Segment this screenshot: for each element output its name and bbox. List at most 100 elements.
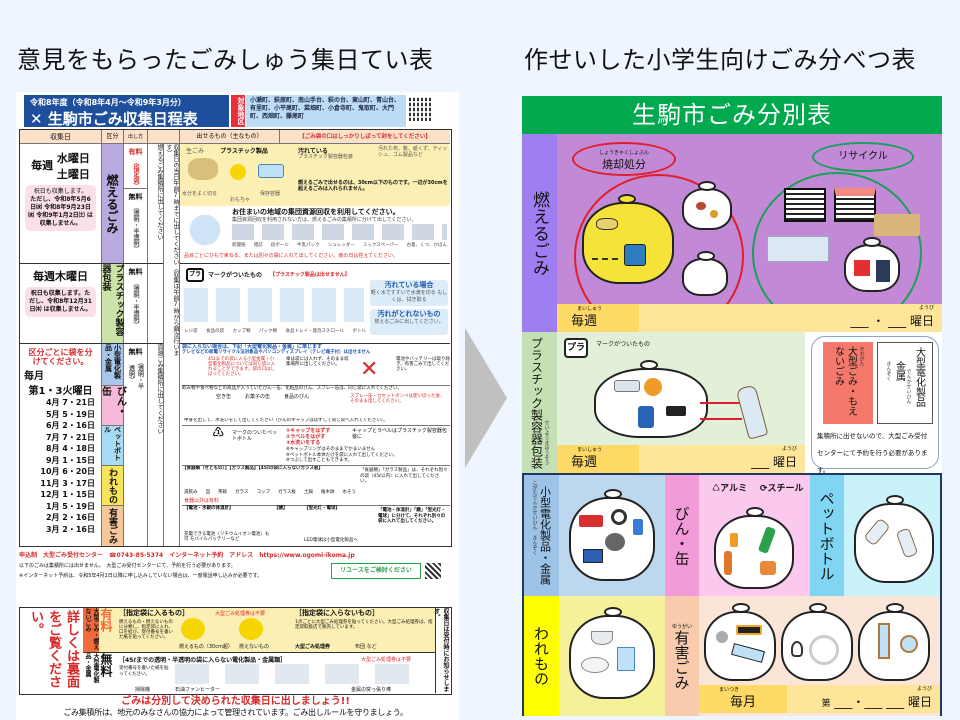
large-electric-box: 大型電化製品 でんかせいひん 金属 きんぞく xyxy=(877,342,933,424)
recycle-label: リサイクル xyxy=(812,142,914,172)
schedule-table: 収集日 区分 出し方 出せるもの（主なもの） 【ごみ袋の口はしっかりしばって封を… xyxy=(19,129,452,547)
paper-bag-icon xyxy=(682,251,728,296)
aluminum-mark-icon: ♺アルミ xyxy=(712,484,748,494)
cans-label: びん・缶 xyxy=(665,475,699,596)
plastic-mark-icon: プラ xyxy=(564,338,588,358)
cans-bag-icon xyxy=(714,507,794,589)
burnable-schedule: まいしゅう毎週 ___ ・ ___ ようび曜日 xyxy=(557,304,942,332)
plastic-bag-icon xyxy=(594,360,708,438)
sorting-chart: 生駒市ごみ分別表 燃えるごみ しょうきゃくしょぶん 焼却処分 リサイクル まいし… xyxy=(522,96,942,716)
large-electric-label: 大型電化製品 xyxy=(913,347,925,407)
toy-duck-icon xyxy=(230,164,246,180)
pamphlet-footer: ごみは分別して決められた収集日に出しましょう!! ごみ集積所は、地元のみなさんの… xyxy=(19,695,452,720)
small-electric-bag-icon xyxy=(569,489,655,581)
plastic-label-ruby: せいようきほうそう xyxy=(543,420,550,465)
cardboard-icon xyxy=(874,214,920,236)
chart-title: 生駒市ごみ分別表 xyxy=(522,96,942,134)
light-bulb-bag-icon xyxy=(781,603,853,681)
pet-label: ペットボトル xyxy=(810,475,844,596)
yellow-burnable-bag-icon xyxy=(582,194,674,284)
mirror-bag-icon xyxy=(858,603,930,681)
hazard-label: ゆうがい 有害ごみ xyxy=(665,596,699,716)
plastic-mark-label: マークがついたもの xyxy=(596,341,651,348)
plastic-schedule: まいしゅう毎週 ___ ようび曜日 xyxy=(557,445,805,473)
col-header-method: 出し方 xyxy=(124,130,148,144)
arrow-to-bag-icon xyxy=(700,402,742,404)
bag-illustration xyxy=(186,210,224,250)
arrow-right-icon xyxy=(465,328,507,468)
food-waste-icon xyxy=(188,158,218,180)
target-area-badge: 対象地区 xyxy=(231,95,245,127)
milk-carton-icon xyxy=(767,236,829,262)
col-header-items: 出せるもの（主なもの） xyxy=(180,130,280,144)
fragile-label: われもの xyxy=(524,596,559,716)
large-waste-note: 集積所に出せないので、大型ごみ受付センターにて予約を行う必要があります。 xyxy=(817,432,928,474)
see-reverse-note: 詳しくは裏面をご覧ください。 xyxy=(28,610,79,688)
recycle-items-illustration xyxy=(232,224,447,240)
plastic-mark-icon: プラ xyxy=(186,268,204,282)
monthly-section: 小型電化製品・金属 こがたでんかせいひん きんぞく びん・缶 ♺アルミ ⟳スチー… xyxy=(522,473,942,716)
col-header-bag-note: 【ごみ袋の口はしっかりしばって封をしてください】 xyxy=(280,130,450,144)
battery-bag-icon xyxy=(704,603,776,681)
leaves-bag-icon xyxy=(682,181,732,230)
large-burnable-box: おおがた 大型ごみ・もえないごみ xyxy=(823,342,873,424)
light-bulb-icon xyxy=(791,641,803,657)
burnable-drop-note: 燃えるごみ集積所に出してください xyxy=(148,144,164,264)
collection-schedule-pamphlet: 令和8年度（令和8年4月〜令和9年3月分） ✕ 生駒市ごみ収集日程表 対象地区 … xyxy=(16,92,459,720)
reuse-qr-icon xyxy=(425,563,441,579)
burnable-row: 毎週 水曜日 土曜日 祝日も収集します。ただし、令和8年5月6日㈬ 令和8年9月… xyxy=(20,144,450,358)
large-electric-ruby: でんかせいひん xyxy=(905,369,912,404)
arrow-to-bag-icon-2 xyxy=(700,418,742,420)
burnable-items: 生ごみ プラスチック製品 汚れている プラスチック製容器包装 汚れた布、靴、紙く… xyxy=(180,144,450,263)
category-hazard: 有害ごみ xyxy=(102,506,124,546)
yellow-bag-icon xyxy=(181,618,205,640)
small-electric-ruby: こがたでんかせいひん きんぞく xyxy=(531,479,538,555)
col-header-day: 収集日 xyxy=(20,130,102,144)
steel-mark-icon: ⟳スチール xyxy=(760,484,804,494)
metal-label: 金属 xyxy=(893,361,905,381)
magazine-bundle-icon xyxy=(834,188,876,222)
burnable-holiday-note: 祝日も収集します。ただし、令和8年5月6日㈬ 令和8年9月23日㈬ 令和9年1月… xyxy=(25,185,96,231)
newspaper-bundle-icon xyxy=(784,188,826,222)
city-emblem-icon: ✕ xyxy=(30,110,48,127)
pamphlet-title: ✕ 生駒市ごみ収集日程表 xyxy=(30,110,198,127)
col-header-category: 区分 xyxy=(102,130,124,144)
plastic-items-illustration xyxy=(184,288,364,322)
pamphlet-header: 令和8年度（令和8年4月〜令和9年3月分） ✕ 生駒市ごみ収集日程表 xyxy=(24,95,229,127)
reuse-badge: リユースをご検討ください xyxy=(331,563,421,579)
appliance-illustration xyxy=(175,664,425,684)
burnable-category: 燃えるごみ xyxy=(102,144,124,263)
category-pet: ペットボトル xyxy=(102,426,124,466)
target-areas: 小瀬町、萩原町、南山手台、萩の台、東山町、青山台、有里町、小平尾町、菜畑町、小倉… xyxy=(246,95,406,127)
large-waste-table: 詳しくは裏面をご覧ください。 大型ごみ・燃えないごみ 有料 ［指定袋に入るもの］… xyxy=(19,607,452,695)
incinerate-label: しょうきゃくしょぶん 焼却処分 xyxy=(572,142,676,176)
plastic-label: プラスチック製容器包装 せいようきほうそう xyxy=(522,332,557,473)
resource-drop-note: 資源ごみ集積所に出してください xyxy=(148,344,164,546)
yellow-bag-icon-2 xyxy=(239,618,263,640)
large-waste-info: 申込制 大型ごみ受付センター ☎0743-85-5374 インターネット予約 ア… xyxy=(19,547,452,607)
right-heading: 作せいした小学生向けごみ分べつ表 xyxy=(524,46,916,74)
plastic-row: 毎週木曜日 祝日も収集します。ただし、令和8年12月31日㈭ は収集しません。 … xyxy=(20,264,450,344)
container-icon xyxy=(258,164,284,178)
pamphlet-period: 令和8年度（令和8年4月〜令和9年3月分） xyxy=(30,98,186,107)
fragile-bag-icon xyxy=(569,607,655,699)
small-electric-box: 小型電化製品・金属 こがたでんかせいひん きんぞく xyxy=(524,475,559,596)
burnable-label: 燃えるごみ xyxy=(522,134,557,332)
battery-no-icon: ✕ xyxy=(360,357,379,382)
large-burnable-label: 大型ごみ・もえないごみ xyxy=(832,346,857,416)
large-waste-section: おおがた 大型ごみ・もえないごみ 大型電化製品 でんかせいひん 金属 きんぞく … xyxy=(805,332,942,474)
left-heading: 意見をもらったごみしゅう集日てい表 xyxy=(17,46,434,74)
pet-recycle-icon: ♳ xyxy=(212,425,225,441)
category-small-electric: 小型電化製品・金属 xyxy=(102,344,124,386)
collection-time-note: 収集日の当日午前7時までに出してください（収集は午前7時から順次行います） xyxy=(164,144,180,358)
monthly-schedule: まいつき毎月 第 ___・___ ___ ようび曜日 xyxy=(699,685,940,713)
pet-bag-icon xyxy=(854,495,934,583)
burnable-method: 有料（指定袋） 無料（透明・半透明） xyxy=(124,144,148,263)
metal-ruby: きんぞく xyxy=(885,361,892,381)
category-fragile: われもの xyxy=(102,466,124,506)
category-cans: びん・缶 xyxy=(100,386,126,426)
footer-note: ごみ集積所は、地元のみなさんの協力によって管理されています。ごみ出しルールを守り… xyxy=(63,708,408,717)
clothes-bag-icon xyxy=(844,237,900,292)
